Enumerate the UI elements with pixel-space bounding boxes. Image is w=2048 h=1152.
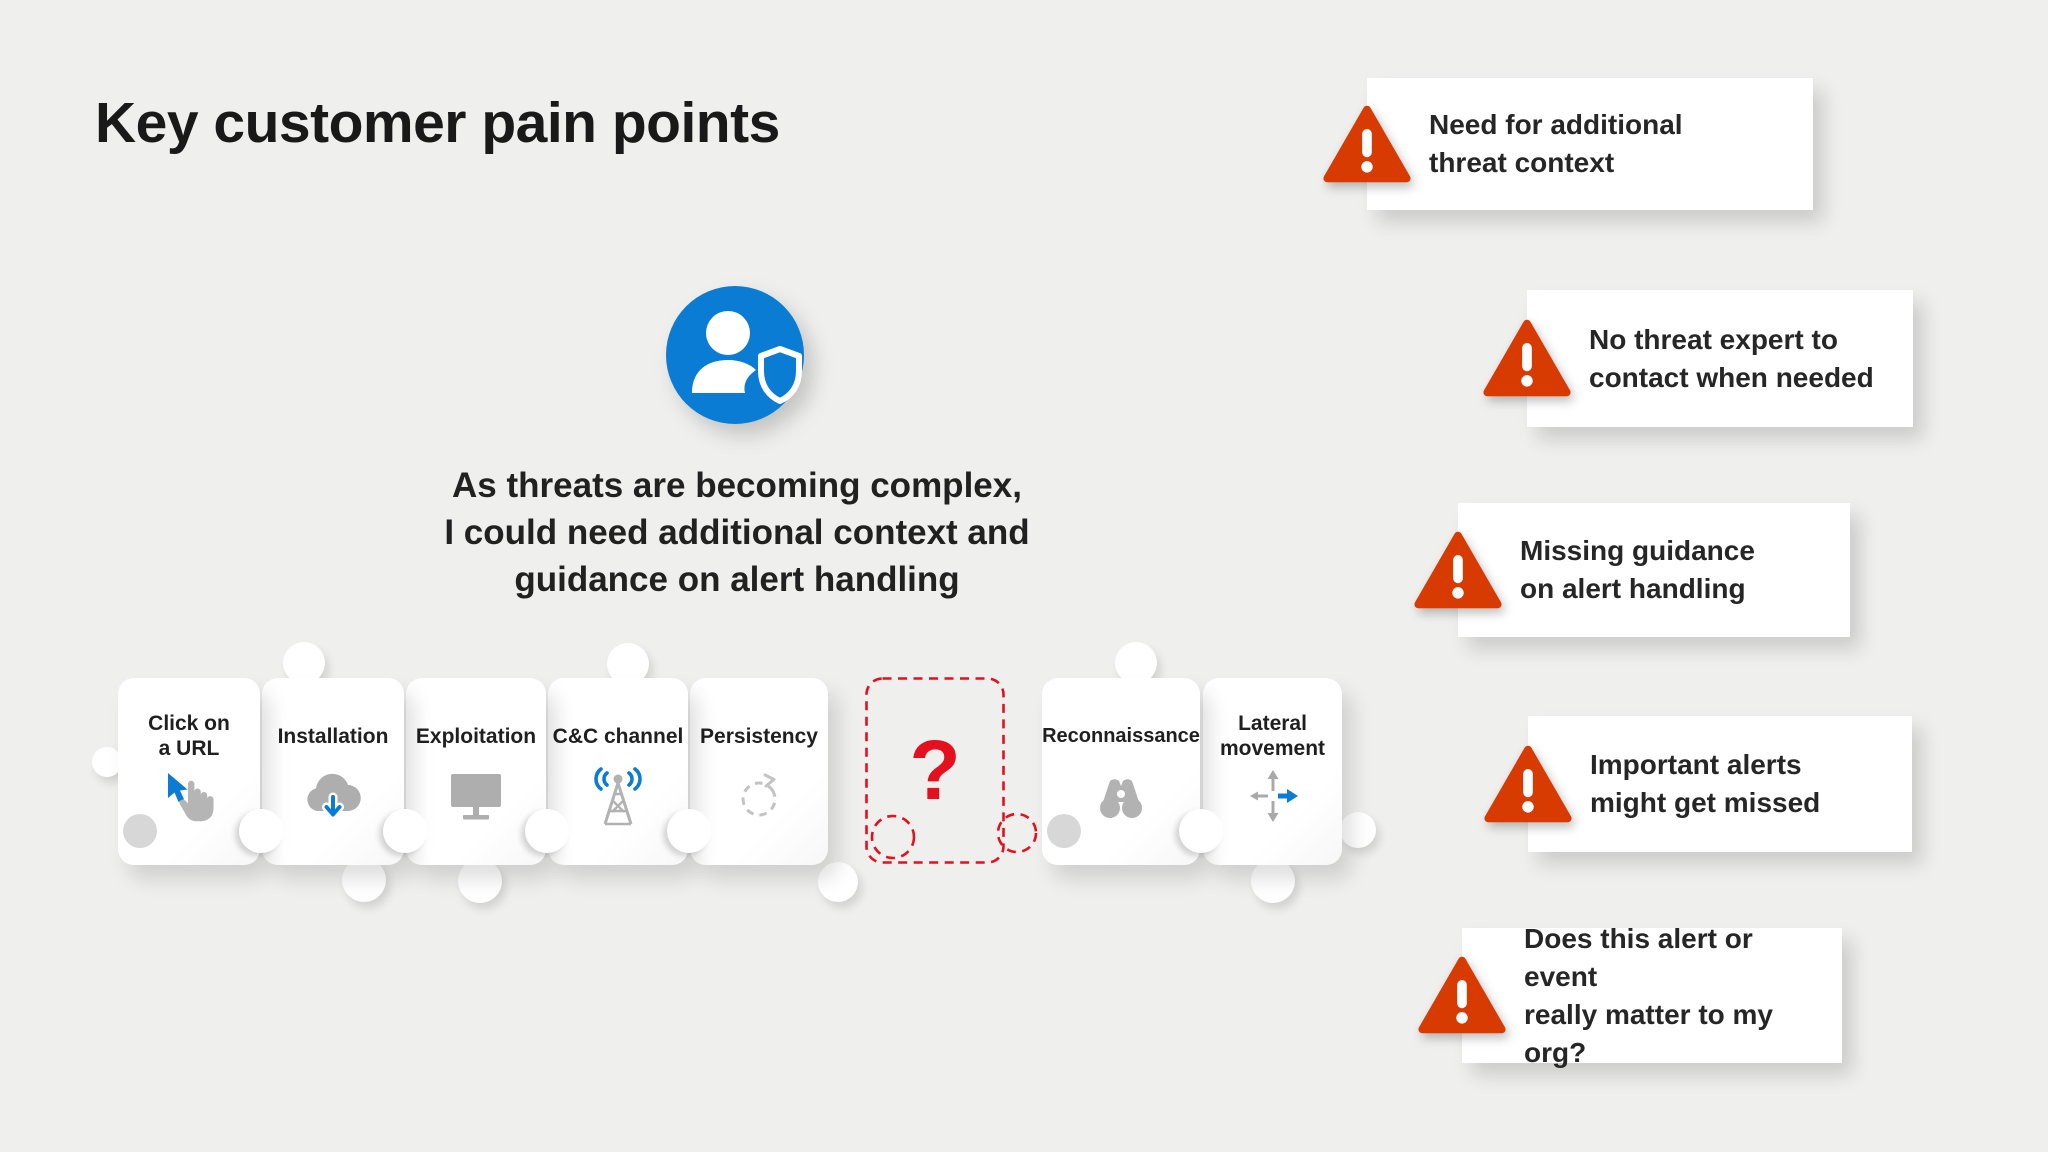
puzzle-joint: [239, 809, 283, 853]
attack-step-label: Installation: [277, 724, 389, 748]
quote-line: guidance on alert handling: [514, 560, 960, 599]
puzzle-joint: [525, 809, 569, 853]
puzzle-knob: [458, 859, 502, 903]
puzzle-knob: [283, 642, 325, 684]
puzzle-knob: [92, 747, 122, 777]
attack-step-installation: Installation: [262, 678, 404, 865]
pain-point-card: Does this alert or event really matter t…: [1418, 922, 1842, 1068]
puzzle-knob: [1115, 642, 1157, 684]
puzzle-hole: [123, 814, 157, 848]
refresh-dashed-icon: [731, 768, 787, 824]
pain-point-card: No threat expert to contact when needed: [1483, 290, 1913, 427]
attack-step-label: C&C channel: [552, 724, 684, 748]
puzzle-joint: [667, 809, 711, 853]
attack-step-cc-channel: C&C channel: [548, 678, 688, 865]
puzzle-knob: [1251, 859, 1295, 903]
pain-point-card: Important alerts might get missed: [1484, 716, 1912, 852]
puzzle-knob: [1340, 812, 1376, 848]
pain-point-text: Missing guidance on alert handling: [1520, 535, 1755, 604]
pain-point-text: Does this alert or event really matter t…: [1524, 922, 1773, 1068]
puzzle-hole: [1047, 814, 1081, 848]
move-arrows-icon: [1243, 768, 1303, 824]
persona-quote: As threats are becoming complex, I could…: [402, 462, 1072, 603]
pain-point-text: Need for additional threat context: [1429, 109, 1683, 178]
warning-triangle-icon: [1484, 744, 1572, 824]
attack-step-label: Lateral movement: [1219, 712, 1326, 760]
pain-point-text: Important alerts might get missed: [1590, 749, 1821, 818]
missing-step-question-mark: ?: [909, 723, 961, 817]
binoculars-icon: [1090, 768, 1152, 824]
attack-step-exploitation: Exploitation: [406, 678, 546, 865]
quote-line: I could need additional context and: [444, 513, 1030, 552]
user-shield-icon: [666, 286, 804, 424]
puzzle-joint: [1179, 809, 1223, 853]
warning-triangle-icon: [1483, 318, 1571, 398]
attack-step-label: Reconnaissance: [1042, 724, 1200, 747]
warning-triangle-icon: [1414, 530, 1502, 610]
attack-step-persistency: Persistency: [690, 678, 828, 865]
attack-step-label: Click on a URL: [148, 712, 230, 760]
attack-step-lateral-movement: Lateral movement: [1203, 678, 1342, 865]
pain-point-text: No threat expert to contact when needed: [1589, 323, 1874, 393]
pain-point-card: Need for additional threat context: [1323, 78, 1813, 210]
puzzle-joint: [383, 809, 427, 853]
slide-title: Key customer pain points: [95, 91, 780, 155]
quote-line: As threats are becoming complex,: [452, 466, 1022, 505]
attack-step-label: Exploitation: [415, 724, 537, 748]
missing-step-outline: [865, 677, 1038, 864]
puzzle-knob: [818, 862, 858, 902]
puzzle-knob: [342, 858, 386, 902]
radio-tower-icon: [587, 767, 649, 826]
warning-triangle-icon: [1418, 955, 1506, 1035]
pain-point-card: Missing guidance on alert handling: [1414, 503, 1850, 637]
cursor-hand-icon: [161, 768, 217, 824]
cloud-download-icon: [301, 768, 365, 824]
warning-triangle-icon: [1323, 104, 1411, 184]
monitor-icon: [446, 768, 506, 824]
attack-step-label: Persistency: [700, 724, 818, 748]
